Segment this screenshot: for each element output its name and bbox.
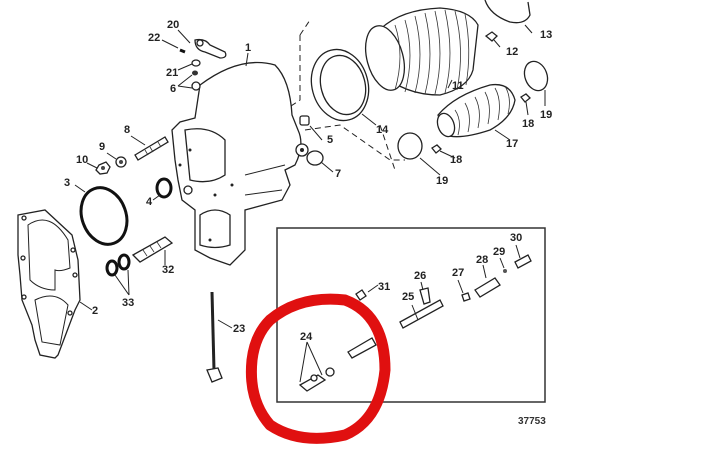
callout-18a: 18 bbox=[522, 118, 534, 130]
callout-28: 28 bbox=[476, 254, 488, 266]
figure-number: 37753 bbox=[518, 416, 546, 427]
callout-8: 8 bbox=[124, 124, 130, 136]
callout-30: 30 bbox=[510, 232, 522, 244]
callout-19a: 19 bbox=[540, 109, 552, 121]
callout-9: 9 bbox=[99, 141, 105, 153]
large-o-ring-part bbox=[79, 186, 129, 246]
callout-29: 29 bbox=[493, 246, 505, 258]
callout-22: 22 bbox=[148, 32, 160, 44]
small-bellows-part bbox=[436, 83, 516, 138]
clip-12-part bbox=[484, 31, 498, 42]
callout-2: 2 bbox=[92, 305, 98, 317]
callout-25: 25 bbox=[402, 291, 414, 303]
large-clamp-part bbox=[484, 0, 531, 24]
valve-32-part bbox=[105, 236, 174, 277]
clamp-19-part bbox=[397, 60, 549, 160]
callout-21: 21 bbox=[166, 67, 178, 79]
callout-4: 4 bbox=[146, 196, 153, 208]
large-bellows-part bbox=[364, 7, 479, 96]
clip-18-part bbox=[520, 93, 531, 103]
stud-washer-nut-parts bbox=[95, 136, 169, 175]
callout-14: 14 bbox=[376, 124, 389, 136]
callout-12: 12 bbox=[506, 46, 518, 58]
washer-7-part bbox=[306, 150, 324, 166]
callout-23: 23 bbox=[233, 323, 245, 335]
callout-10: 10 bbox=[76, 154, 88, 166]
callout-31: 31 bbox=[378, 281, 390, 293]
dashed-guides bbox=[284, 19, 405, 171]
callout-7: 7 bbox=[335, 168, 341, 180]
plug-part bbox=[299, 115, 310, 126]
housing-part bbox=[171, 61, 309, 266]
callout-11: 11 bbox=[452, 80, 464, 92]
callout-6: 6 bbox=[170, 83, 176, 95]
small-o-ring-part bbox=[155, 177, 173, 199]
callout-27: 27 bbox=[452, 267, 464, 279]
callout-33: 33 bbox=[122, 297, 134, 309]
gasket-part bbox=[17, 209, 81, 359]
callout-labels: 20 22 1 21 6 8 9 10 3 4 2 32 33 23 5 7 1… bbox=[64, 19, 552, 427]
callout-19b: 19 bbox=[436, 175, 448, 187]
callout-26: 26 bbox=[414, 270, 426, 282]
callout-20: 20 bbox=[167, 19, 179, 31]
inset-parts bbox=[298, 254, 532, 392]
rod-23-part bbox=[206, 291, 223, 383]
callout-5: 5 bbox=[327, 134, 333, 146]
callout-1: 1 bbox=[245, 42, 251, 54]
leader-lines bbox=[74, 24, 546, 383]
callout-24: 24 bbox=[300, 331, 313, 343]
callout-3: 3 bbox=[64, 177, 70, 189]
callout-18b: 18 bbox=[450, 154, 462, 166]
red-highlight-circle bbox=[245, 293, 391, 444]
callout-13: 13 bbox=[540, 29, 552, 41]
callout-17: 17 bbox=[506, 138, 518, 150]
lever-assembly-parts bbox=[179, 38, 227, 91]
clip-18b-part bbox=[431, 144, 442, 154]
ring-part bbox=[310, 48, 370, 122]
callout-32: 32 bbox=[162, 264, 174, 276]
